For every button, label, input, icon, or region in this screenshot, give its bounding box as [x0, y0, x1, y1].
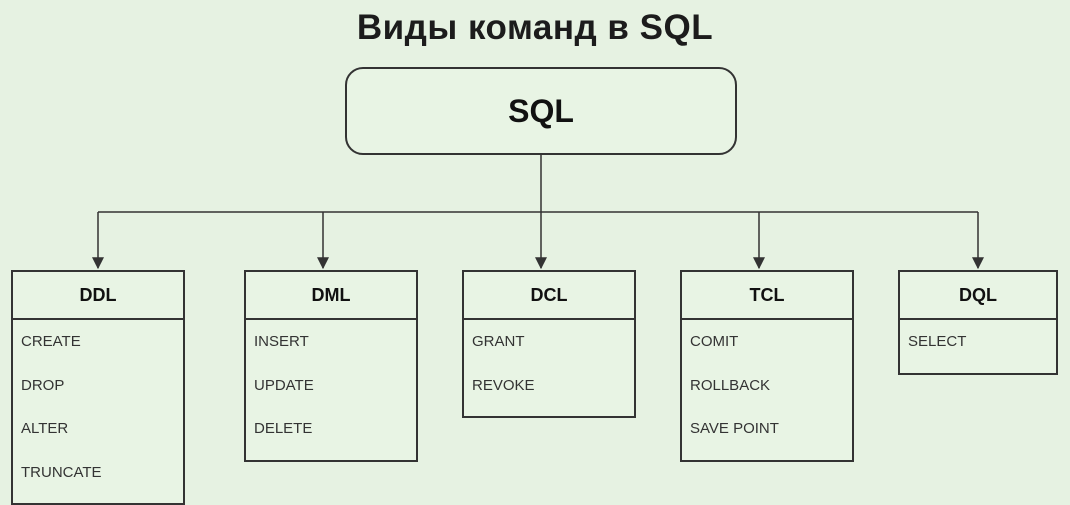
- command-item: CREATE: [21, 333, 81, 350]
- command-item: INSERT: [254, 333, 309, 350]
- category-header: TCL: [682, 272, 852, 320]
- command-list: GRANT REVOKE: [464, 320, 634, 416]
- command-list: INSERT UPDATE DELETE: [246, 320, 416, 460]
- command-item: DROP: [21, 376, 65, 394]
- root-node-label: SQL: [508, 92, 574, 129]
- category-header: DCL: [464, 272, 634, 320]
- command-item: SELECT: [908, 333, 967, 350]
- category-header: DDL: [13, 272, 183, 320]
- category-dcl: DCL GRANT REVOKE: [462, 270, 636, 418]
- command-item: UPDATE: [254, 376, 314, 394]
- command-item: TRUNCATE: [21, 463, 102, 481]
- command-item: SAVE POINT: [690, 420, 779, 437]
- category-header: DML: [246, 272, 416, 320]
- command-item: REVOKE: [472, 376, 535, 394]
- root-node-sql: SQL: [345, 67, 737, 155]
- command-list: COMIT ROLLBACK SAVE POINT: [682, 320, 852, 460]
- category-tcl: TCL COMIT ROLLBACK SAVE POINT: [680, 270, 854, 462]
- category-dql: DQL SELECT: [898, 270, 1058, 375]
- command-item: COMIT: [690, 333, 739, 350]
- category-dml: DML INSERT UPDATE DELETE: [244, 270, 418, 462]
- page-title: Виды команд в SQL: [356, 8, 714, 47]
- command-item: ALTER: [21, 420, 69, 437]
- category-header: DQL: [900, 272, 1056, 320]
- command-item: ROLLBACK: [690, 376, 771, 394]
- command-item: DELETE: [254, 420, 313, 437]
- command-list: SELECT: [900, 320, 1056, 373]
- command-item: GRANT: [472, 333, 525, 350]
- category-ddl: DDL CREATE DROP ALTER TRUNCATE: [11, 270, 185, 505]
- command-list: CREATE DROP ALTER TRUNCATE: [13, 320, 183, 503]
